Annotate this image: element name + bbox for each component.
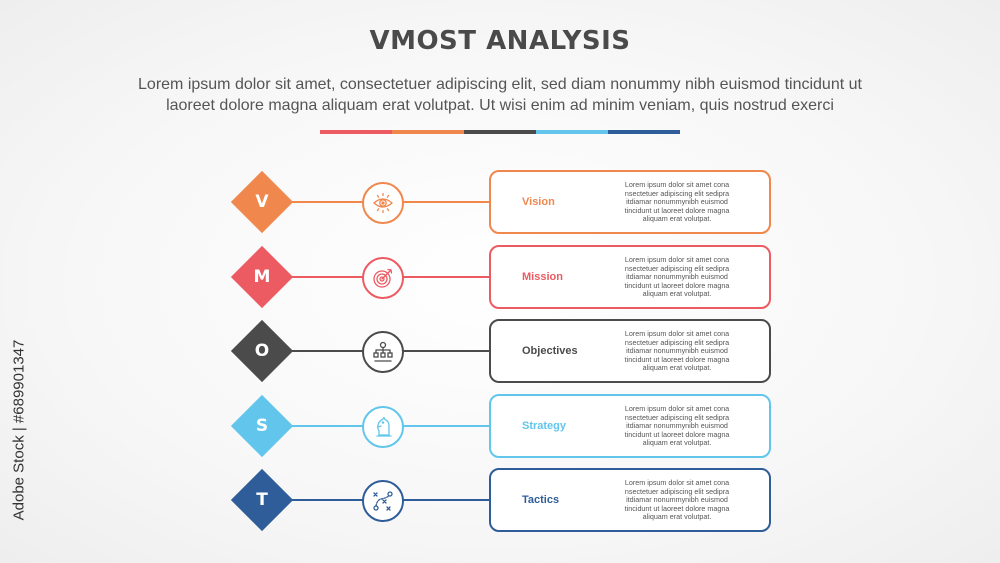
desc-line: itdiamar nonummynibh euismod xyxy=(626,346,728,355)
watermark-text: Adobe Stock | #689901347 xyxy=(10,339,28,521)
desc-line: tincidunt ut laoreet dolore magna xyxy=(624,503,730,513)
item-label: Tactics xyxy=(522,494,560,506)
color-bar-segment-5 xyxy=(608,130,680,134)
item-box: Tactics Lorem ipsum dolor sit amet cona … xyxy=(489,468,771,532)
item-description: Lorem ipsum dolor sit amet cona nsectetu… xyxy=(607,180,747,224)
color-bar-segment-2 xyxy=(392,130,464,134)
desc-line: tincidunt ut laoreet dolore magna xyxy=(624,205,730,215)
desc-line: Lorem ipsum dolor sit amet cona xyxy=(624,255,730,264)
hierarchy-target-icon xyxy=(362,331,404,373)
eye-icon xyxy=(362,182,404,224)
item-label: Vision xyxy=(522,196,555,208)
page-subtitle: Lorem ipsum dolor sit amet, consectetuer… xyxy=(60,74,940,116)
desc-line: nsectetuer adipiscing elit sedipra xyxy=(624,188,730,198)
diamond-letter: M xyxy=(253,267,271,287)
desc-line: Lorem ipsum dolor sit amet cona xyxy=(624,329,730,338)
desc-line: tincidunt ut laoreet dolore magna xyxy=(624,429,730,439)
desc-line: tincidunt ut laoreet dolore magna xyxy=(624,280,730,290)
item-label: Objectives xyxy=(522,345,578,357)
item-box: Mission Lorem ipsum dolor sit amet cona … xyxy=(489,245,771,309)
desc-line: Lorem ipsum dolor sit amet cona xyxy=(624,180,730,189)
desc-line: Lorem ipsum dolor sit amet cona xyxy=(624,478,730,487)
chess-knight-icon xyxy=(362,406,404,448)
desc-line: aliquam erat volutpat. xyxy=(642,438,712,447)
item-description: Lorem ipsum dolor sit amet cona nsectetu… xyxy=(607,255,747,299)
item-description: Lorem ipsum dolor sit amet cona nsectetu… xyxy=(607,404,747,448)
desc-line: nsectetuer adipiscing elit sedipra xyxy=(624,337,730,347)
color-bar-segment-3 xyxy=(464,130,536,134)
page-title: VMOST ANALYSIS xyxy=(369,26,631,56)
item-box: Strategy Lorem ipsum dolor sit amet cona… xyxy=(489,394,771,458)
desc-line: nsectetuer adipiscing elit sedipra xyxy=(624,263,730,273)
desc-line: nsectetuer adipiscing elit sedipra xyxy=(624,412,730,422)
desc-line: aliquam erat volutpat. xyxy=(642,214,712,223)
stock-watermark: Adobe Stock | #689901347 xyxy=(4,300,34,560)
item-description: Lorem ipsum dolor sit amet cona nsectetu… xyxy=(607,329,747,373)
desc-line: itdiamar nonummynibh euismod xyxy=(626,421,728,430)
desc-line: aliquam erat volutpat. xyxy=(642,512,712,521)
item-label: Strategy xyxy=(522,420,567,432)
desc-line: itdiamar nonummynibh euismod xyxy=(626,197,728,206)
item-label: Mission xyxy=(522,271,563,283)
color-bar xyxy=(320,130,680,134)
item-box: Vision Lorem ipsum dolor sit amet cona n… xyxy=(489,170,771,234)
subtitle-line-2: laoreet dolore magna aliquam erat volutp… xyxy=(166,97,834,114)
desc-line: aliquam erat volutpat. xyxy=(642,363,712,372)
diamond-letter: V xyxy=(255,192,269,212)
color-bar-segment-4 xyxy=(536,130,608,134)
vmost-row-tactics: T Tactics Lorem ipsum dolor sit amet con… xyxy=(0,467,1000,533)
diamond-letter: T xyxy=(256,490,268,510)
item-box: Objectives Lorem ipsum dolor sit amet co… xyxy=(489,319,771,383)
diamond-letter: O xyxy=(254,341,270,361)
desc-line: itdiamar nonummynibh euismod xyxy=(626,495,728,504)
tactics-plan-icon xyxy=(362,480,404,522)
vmost-row-strategy: S Strategy Lorem ipsum dolor sit amet co… xyxy=(0,393,1000,459)
subtitle-line-1: Lorem ipsum dolor sit amet, consectetuer… xyxy=(138,76,862,93)
vmost-row-mission: M Mission Lorem ipsum dolor sit amet con… xyxy=(0,244,1000,310)
target-icon xyxy=(362,257,404,299)
desc-line: itdiamar nonummynibh euismod xyxy=(626,272,728,281)
desc-line: Lorem ipsum dolor sit amet cona xyxy=(624,404,730,413)
vmost-row-vision: V Vision Lorem ipsum dolor sit amet cona… xyxy=(0,169,1000,235)
vmost-row-objectives: O Objectives Lorem ipsum dolor sit amet … xyxy=(0,318,1000,384)
diamond-letter: S xyxy=(255,416,269,436)
desc-line: aliquam erat volutpat. xyxy=(642,289,712,298)
desc-line: tincidunt ut laoreet dolore magna xyxy=(624,354,730,364)
desc-line: nsectetuer adipiscing elit sedipra xyxy=(624,486,730,496)
color-bar-segment-1 xyxy=(320,130,392,134)
item-description: Lorem ipsum dolor sit amet cona nsectetu… xyxy=(607,478,747,522)
